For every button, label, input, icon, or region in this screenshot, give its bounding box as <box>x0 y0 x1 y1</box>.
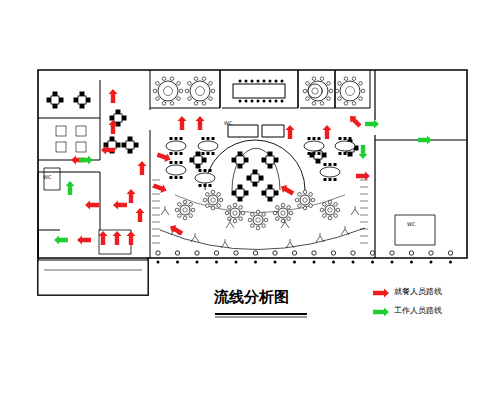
round-table <box>175 200 195 220</box>
flow-arrow <box>109 89 118 103</box>
oval-table <box>320 163 340 181</box>
seat <box>286 239 294 248</box>
round-table <box>225 203 245 223</box>
flow-arrow <box>156 150 172 163</box>
square-table <box>247 170 264 187</box>
flow-arrow <box>178 116 187 130</box>
flow-arrow <box>323 125 332 139</box>
flow-arrow <box>79 156 93 165</box>
square-table <box>262 152 279 169</box>
round-table <box>303 77 333 105</box>
flow-arrow <box>365 120 379 129</box>
flow-arrow <box>54 236 68 245</box>
seat <box>161 206 169 215</box>
flow-arrow <box>101 146 115 155</box>
flow-arrow <box>113 231 122 245</box>
flow-arrow <box>138 161 147 175</box>
round-table <box>153 77 183 105</box>
flow-arrow <box>356 172 370 181</box>
flow-arrow <box>347 113 363 129</box>
square-table <box>47 92 64 109</box>
flow-arrow <box>66 181 75 195</box>
flow-arrow <box>196 116 205 130</box>
room-label: WC <box>43 175 51 180</box>
seat <box>191 233 199 242</box>
square-table <box>190 152 207 169</box>
room-label: WC <box>224 121 232 126</box>
flow-arrow <box>85 201 99 210</box>
round-table <box>248 210 268 230</box>
seat <box>226 219 234 228</box>
square-table <box>232 152 249 169</box>
square-table <box>232 185 249 202</box>
flow-arrow <box>136 208 145 222</box>
oval-table <box>335 137 355 155</box>
seat <box>221 239 229 248</box>
flow-arrow <box>99 231 108 245</box>
flow-arrow <box>359 145 368 159</box>
round-table <box>295 190 315 210</box>
flow-arrow <box>113 201 127 210</box>
oval-table <box>166 137 186 155</box>
legend-text: 工作人员路线 <box>394 307 442 315</box>
oval-table <box>198 137 218 155</box>
room-label: WC <box>407 222 415 227</box>
flow-arrow <box>279 183 296 198</box>
round-table <box>203 190 223 210</box>
square-table <box>262 185 279 202</box>
seat <box>281 219 289 228</box>
seat <box>351 206 359 215</box>
oval-table <box>195 169 215 187</box>
oval-table <box>304 137 324 155</box>
legend-text: 就餐人员路线 <box>394 288 442 296</box>
flow-arrow <box>286 125 295 139</box>
oval-table <box>166 161 186 179</box>
round-table <box>335 77 365 105</box>
round-table <box>273 203 293 223</box>
flow-arrow <box>109 120 118 134</box>
round-table <box>185 77 215 105</box>
square-table <box>122 137 139 154</box>
flow-arrow <box>127 231 136 245</box>
flow-arrow <box>152 181 168 194</box>
seat <box>316 233 324 242</box>
round-table <box>320 200 340 220</box>
flow-arrow <box>373 308 389 317</box>
square-table <box>74 92 91 109</box>
flow-arrow <box>373 289 389 298</box>
flow-arrow <box>418 136 432 145</box>
round-table <box>308 84 322 98</box>
title: 流线分析图 <box>214 290 289 305</box>
flow-arrow <box>168 223 185 238</box>
flow-arrow <box>127 189 136 203</box>
flow-arrow <box>77 236 91 245</box>
seat <box>341 226 349 235</box>
